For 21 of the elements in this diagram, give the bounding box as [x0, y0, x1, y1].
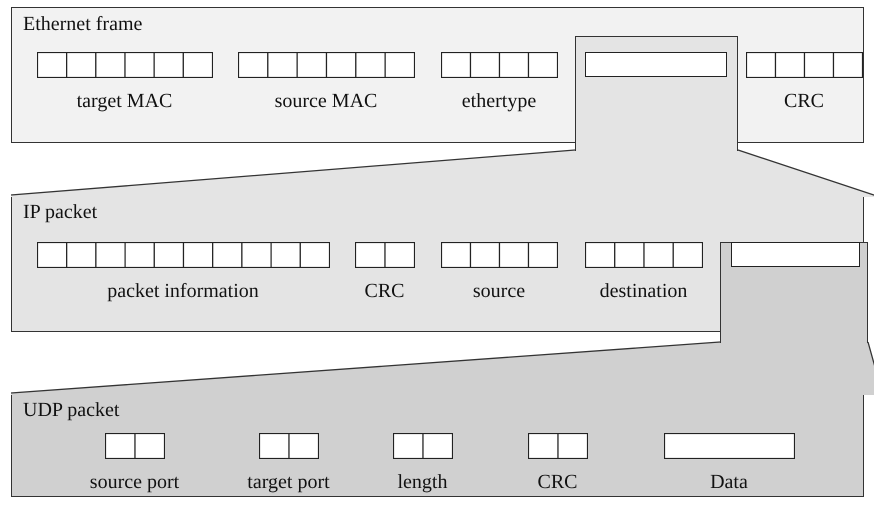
field-label: CRC: [784, 90, 824, 112]
field-label: source MAC: [274, 90, 378, 112]
packet-panel: [11, 393, 864, 497]
panel-title: IP packet: [23, 201, 98, 224]
field-label: Data: [710, 471, 748, 493]
field-label: ethertype: [462, 90, 536, 112]
panel-title: Ethernet frame: [23, 13, 142, 36]
zoom-projection: [10, 149, 874, 198]
payload-tab: [720, 242, 868, 343]
field-label: source: [472, 280, 526, 302]
field-label: length: [398, 471, 448, 493]
zoom-projection: [10, 341, 874, 395]
field-label: source port: [90, 471, 180, 493]
field-label: destination: [600, 280, 688, 302]
panel-title: UDP packet: [23, 399, 120, 422]
payload-tab: [575, 36, 738, 151]
field-label: CRC: [537, 471, 578, 493]
field-label: CRC: [364, 280, 405, 302]
field-label: target MAC: [76, 90, 172, 112]
field-label: packet information: [107, 280, 259, 302]
field-label: target port: [247, 471, 330, 493]
